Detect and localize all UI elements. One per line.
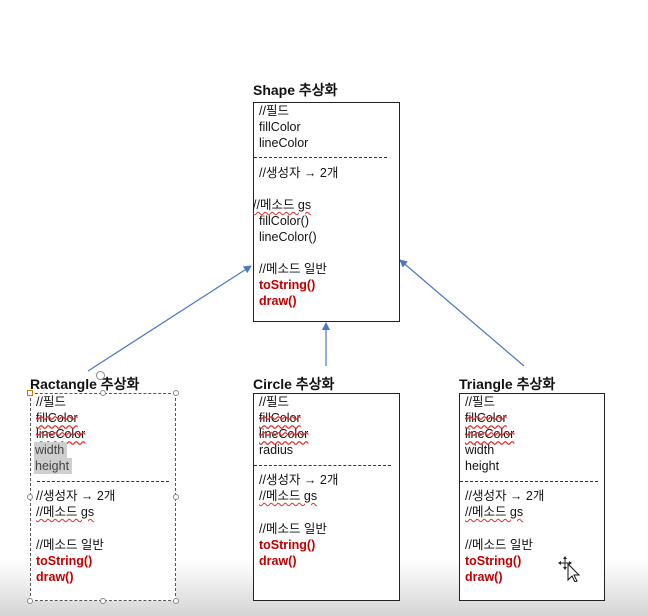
triangle-field-height: height [465, 459, 500, 473]
triangle-field-linecolor: lineColor [465, 427, 515, 441]
resize-handle-middle-right[interactable] [173, 494, 179, 500]
circle-ctor-comment: //생성자 → 2개 [259, 473, 339, 487]
circle-title: Circle 추상화 [253, 376, 335, 392]
triangle-box[interactable]: //필드 fillColor lineColor width height //… [459, 393, 605, 601]
resize-handle-top-center[interactable] [100, 390, 106, 396]
triangle-fields-separator [460, 481, 598, 482]
rectangle-title: Ractangle 추상화 [30, 376, 140, 392]
triangle-gs-comment: //메소드 gs [465, 504, 523, 520]
rectangle-ctor-comment: //생성자 → 2개 [36, 489, 116, 503]
shape-field-linecolor: lineColor [259, 136, 309, 150]
resize-handle-top-right[interactable] [173, 390, 179, 396]
shape-box[interactable]: //필드 fillColor lineColor //생성자 → 2개 //메소… [253, 102, 400, 322]
shape-gs-linecolor: lineColor() [259, 230, 317, 244]
circle-fields-comment: //필드 [259, 395, 289, 409]
rectangle-box[interactable]: //필드 fillColor lineColor width height //… [30, 393, 176, 601]
circle-field-linecolor: lineColor [259, 427, 309, 441]
shape-general-comment: //메소드 일반 [259, 262, 327, 276]
shape-gs-fillcolor: fillColor() [259, 214, 309, 228]
move-cursor-icon [558, 556, 581, 582]
shape-field-fillcolor: fillColor [259, 120, 301, 134]
shape-method-draw: draw() [259, 294, 297, 308]
shape-fields-separator [254, 157, 387, 158]
shape-method-tostring: toString() [259, 278, 316, 292]
triangle-gs-comment-text: //메소드 gs [465, 505, 524, 519]
shape-ctor-comment: //생성자 → 2개 [259, 166, 339, 180]
circle-field-radius: radius [259, 443, 294, 457]
resize-handle-bottom-right[interactable] [173, 598, 179, 604]
shape-title: Shape 추상화 [253, 82, 338, 98]
rectangle-fields-separator [37, 481, 169, 482]
rectangle-gs-comment-text: //메소드 gs [36, 505, 95, 519]
rectangle-fields-comment: //필드 [36, 395, 66, 409]
resize-handle-top-left[interactable] [27, 390, 33, 396]
rectangle-method-tostring: toString() [36, 554, 93, 568]
shape-gs-comment-text: //메소드 gs [253, 198, 312, 212]
shape-fields-comment: //필드 [259, 104, 289, 118]
rectangle-general-comment: //메소드 일반 [36, 538, 104, 552]
triangle-field-width: width [465, 443, 495, 457]
triangle-method-draw: draw() [465, 570, 503, 584]
rectangle-field-width: width [34, 442, 68, 458]
circle-general-comment: //메소드 일반 [259, 522, 327, 536]
circle-method-draw: draw() [259, 554, 297, 568]
triangle-ctor-comment: //생성자 → 2개 [465, 489, 545, 503]
arrow-rectangle-to-shape [87, 265, 252, 372]
triangle-method-tostring: toString() [465, 554, 522, 568]
circle-field-fillcolor: fillColor [259, 411, 301, 425]
resize-handle-bottom-center[interactable] [100, 598, 106, 604]
triangle-field-fillcolor: fillColor [465, 411, 507, 425]
circle-box[interactable]: //필드 fillColor lineColor radius //생성자 → … [253, 393, 400, 601]
circle-gs-comment-text: //메소드 gs [259, 489, 318, 503]
resize-handle-bottom-left[interactable] [27, 598, 33, 604]
triangle-title: Triangle 추상화 [459, 376, 556, 392]
rectangle-method-draw: draw() [36, 570, 74, 584]
resize-handle-middle-left[interactable] [27, 494, 33, 500]
rectangle-field-linecolor: lineColor [36, 427, 86, 441]
triangle-fields-comment: //필드 [465, 395, 495, 409]
rectangle-field-fillcolor: fillColor [36, 411, 78, 425]
arrow-triangle-to-shape [399, 259, 525, 367]
circle-method-tostring: toString() [259, 538, 316, 552]
shape-gs-comment: //메소드 gs [253, 197, 311, 213]
rotate-handle-icon[interactable] [96, 371, 105, 380]
rectangle-field-height: height [34, 458, 73, 474]
triangle-general-comment: //메소드 일반 [465, 538, 533, 552]
rectangle-gs-comment: //메소드 gs [36, 504, 94, 520]
circle-fields-separator [254, 465, 391, 466]
circle-gs-comment: //메소드 gs [259, 488, 317, 504]
